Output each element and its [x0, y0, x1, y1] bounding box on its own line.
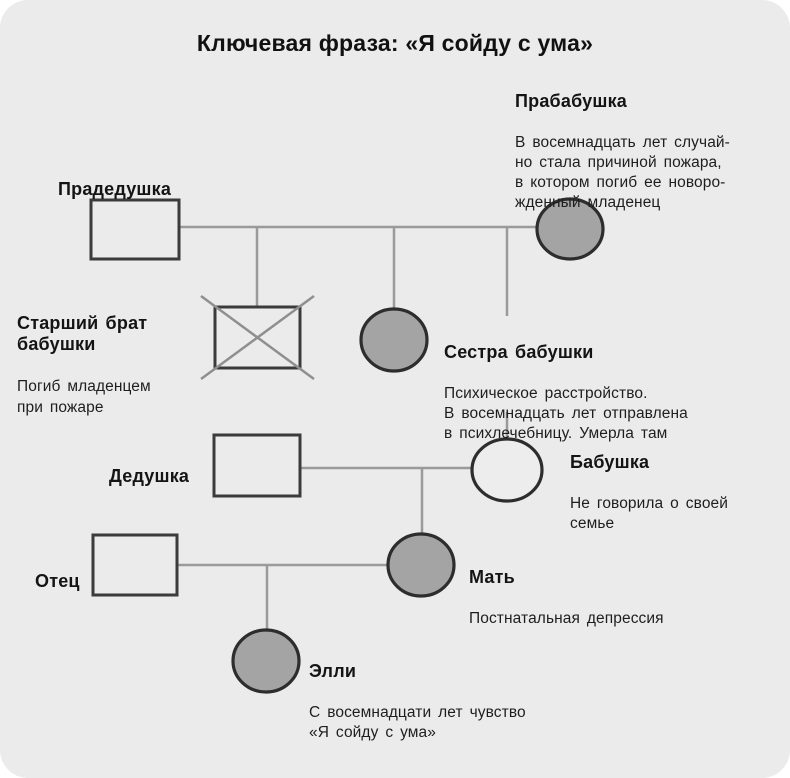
- grandmother-circle: [470, 437, 544, 503]
- older-brother-square: [213, 305, 302, 370]
- person-name: Сестра бабушки: [444, 342, 594, 362]
- great-grandfather-square: [89, 198, 181, 261]
- person-label-father: Отец: [35, 553, 80, 613]
- person-name: Старший брат бабушки: [17, 313, 148, 354]
- father-square: [91, 533, 179, 597]
- person-label-grandmothers-sister: Сестра бабушки Психическое расстройство.…: [444, 324, 734, 462]
- person-label-great-grandfather: Прадедушка: [58, 161, 171, 221]
- person-name: Бабушка: [570, 452, 650, 472]
- person-label-older-brother: Старший брат бабушки Погиб младенцем при…: [17, 295, 217, 436]
- page-title: Ключевая фраза: «Я сойду с ума»: [196, 30, 594, 56]
- person-name: Отец: [35, 571, 80, 591]
- grandmothers-sister-circle: [359, 307, 429, 373]
- person-name: Мать: [469, 567, 515, 587]
- grandfather-square: [212, 433, 302, 498]
- ellie-circle: [231, 628, 301, 694]
- mother-circle: [386, 532, 456, 598]
- person-label-mother: Мать Постнатальная депрессия: [469, 549, 729, 647]
- person-label-grandmother: Бабушка Не говорила о своей семье: [570, 434, 770, 552]
- connector-lines: [177, 225, 538, 632]
- person-note: Психическое расстройство. В восемнадцать…: [444, 385, 688, 442]
- person-name: Прадедушка: [58, 179, 172, 199]
- person-note: Постнатальная депрессия: [469, 610, 664, 627]
- person-note: Не говорила о своей семье: [570, 495, 729, 532]
- male-squares: [89, 198, 302, 597]
- female-circles: [231, 197, 605, 694]
- person-label-ellie: Элли С восемнадцати лет чувство «Я сойду…: [309, 643, 579, 761]
- person-label-great-grandmother: Прабабушка В восемнадцать лет случай- но…: [515, 73, 783, 231]
- deceased-cross-icon: [200, 294, 315, 381]
- person-note: С восемнадцати лет чувство «Я сойду с ум…: [309, 704, 526, 741]
- person-label-grandfather: Дедушка: [109, 448, 189, 508]
- great-grandmother-circle: [535, 197, 605, 261]
- person-name: Дедушка: [109, 466, 190, 486]
- person-note: Погиб младенцем при пожаре: [17, 378, 151, 416]
- person-name: Элли: [309, 661, 357, 681]
- person-name: Прабабушка: [515, 91, 627, 111]
- person-note: В восемнадцать лет случай- но стала прич…: [515, 134, 730, 211]
